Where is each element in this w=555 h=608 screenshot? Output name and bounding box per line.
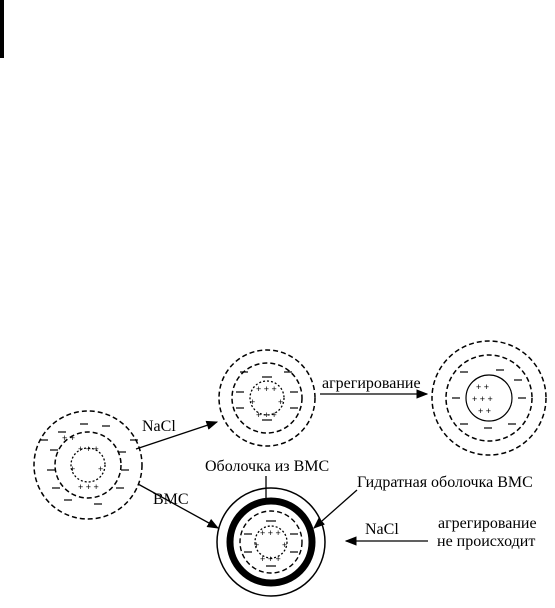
svg-text:+ + +: + + + — [78, 482, 99, 492]
micelle-protected-charges: + + + + + + + + — [244, 520, 298, 567]
svg-text:+: + — [250, 397, 255, 407]
svg-text:+ + +: + + + — [256, 410, 277, 420]
micelle-after-nacl — [218, 349, 316, 447]
pointer-hydrate-shell — [313, 489, 358, 529]
label-nacl-bottom: NaCl — [365, 521, 399, 538]
label-aggregation-bottom-line1: агрегирование — [438, 515, 537, 532]
svg-text:+ + +: + + + — [260, 528, 281, 538]
svg-text:+ + +: + + + — [256, 384, 277, 394]
micelle-initial — [33, 410, 143, 520]
label-aggregation-top: агрегирование — [322, 375, 421, 392]
svg-text:+ + +: + + + — [260, 554, 281, 564]
micelle-after-nacl-charges: + + + + + + + + — [236, 371, 298, 421]
label-nacl-top: NaCl — [142, 418, 176, 435]
micelle-protected — [216, 487, 326, 597]
arrow-nacl-top — [135, 420, 219, 450]
page-edge-bar — [0, 0, 4, 58]
label-shell-bmc: Оболочка из ВМС — [205, 458, 329, 475]
svg-text:+ +: + + — [478, 406, 491, 416]
svg-text:+ + +: + + + — [78, 444, 99, 454]
svg-text:+: + — [254, 540, 259, 550]
svg-text:+: + — [282, 540, 287, 550]
svg-text:+: + — [278, 397, 283, 407]
arrows — [135, 389, 429, 546]
svg-text:+: + — [98, 464, 103, 474]
label-hydrate-shell: Гидратная оболочка ВМС — [357, 474, 533, 491]
micelle-initial-charges: + + + + + + + + + + — [40, 423, 138, 505]
label-aggregation-bottom-line2: не происходит — [437, 533, 535, 550]
label-bmc: ВМС — [153, 491, 189, 508]
svg-text:+ +: + + — [476, 382, 489, 392]
micelle-aggregated — [431, 340, 547, 456]
svg-text:+ + +: + + + — [472, 394, 493, 404]
svg-text:+: + — [70, 464, 75, 474]
arrow-bmc — [137, 483, 220, 529]
micelle-aggregated-charges: + + + + + + + — [452, 369, 526, 429]
svg-text:+ +: + + — [62, 433, 75, 443]
